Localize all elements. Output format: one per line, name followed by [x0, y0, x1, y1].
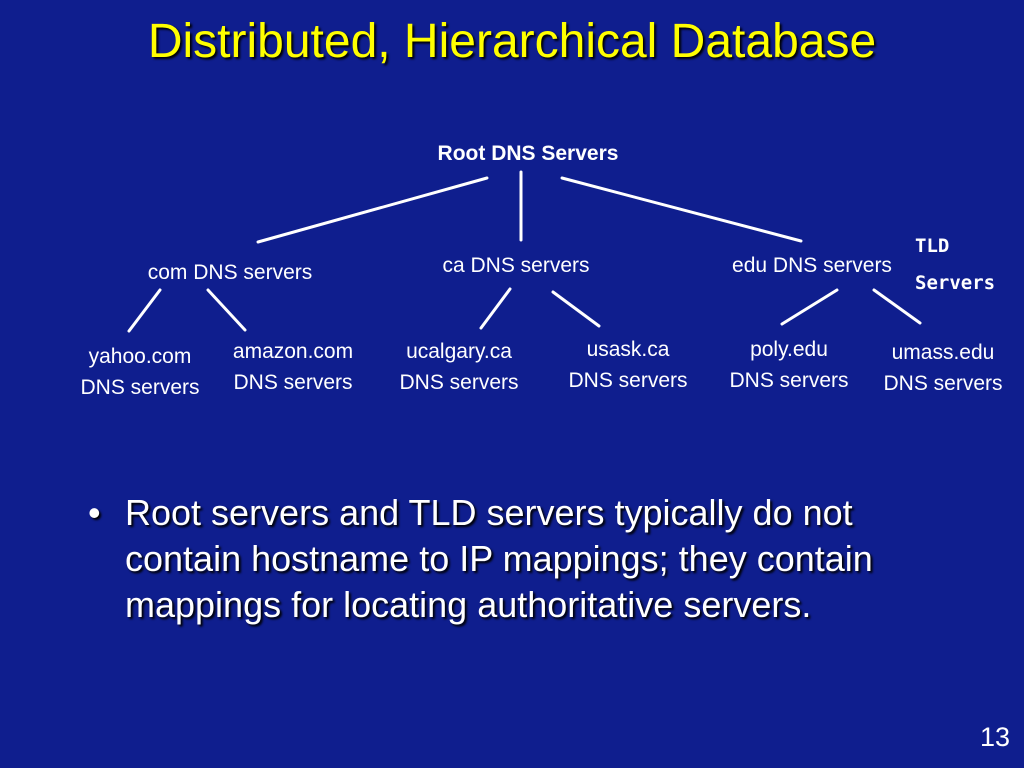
- bullet-list: • Root servers and TLD servers typically…: [88, 490, 968, 628]
- com-to-amazon-line: [206, 288, 247, 332]
- edu-dns-servers-node: edu DNS servers: [732, 254, 892, 277]
- poly-domain: poly.edu: [750, 338, 828, 361]
- usask-dns-servers-node: usask.ca DNS servers: [543, 334, 713, 396]
- poly-dns-servers-node: poly.edu DNS servers: [703, 334, 875, 396]
- yahoo-domain: yahoo.com: [88, 345, 192, 368]
- umass-dns-label: DNS servers: [883, 372, 1003, 395]
- poly-dns-label: DNS servers: [729, 369, 849, 392]
- amazon-domain: amazon.com: [232, 340, 354, 363]
- page-number: 13: [979, 722, 1010, 752]
- usask-dns-label: DNS servers: [568, 369, 688, 392]
- ca-to-ucalgary-line: [479, 287, 512, 330]
- umass-domain: umass.edu: [891, 341, 995, 364]
- tld-label-line-2: Servers: [915, 272, 996, 294]
- root-to-com-line: [256, 176, 489, 244]
- com-dns-servers-node: com DNS servers: [147, 261, 313, 284]
- slide-title: Distributed, Hierarchical Database: [147, 15, 877, 68]
- bullet-marker: •: [88, 492, 101, 533]
- yahoo-dns-servers-node: yahoo.com DNS servers: [54, 341, 226, 403]
- yahoo-dns-label: DNS servers: [80, 376, 200, 399]
- tld-label-line-1: TLD: [915, 235, 950, 257]
- bullet-item: • Root servers and TLD servers typically…: [88, 490, 968, 628]
- root-dns-servers-node: Root DNS Servers: [437, 142, 619, 165]
- usask-domain: usask.ca: [586, 338, 670, 361]
- edu-to-umass-line: [872, 288, 922, 325]
- tld-servers-label: TLD Servers: [915, 228, 995, 302]
- umass-dns-servers-node: umass.edu DNS servers: [857, 337, 1024, 399]
- ucalgary-dns-label: DNS servers: [399, 371, 519, 394]
- edu-to-poly-line: [780, 288, 839, 326]
- amazon-dns-label: DNS servers: [233, 371, 353, 394]
- com-to-yahoo-line: [127, 288, 162, 333]
- bullet-text: Root servers and TLD servers typically d…: [125, 492, 873, 625]
- ucalgary-dns-servers-node: ucalgary.ca DNS servers: [374, 336, 544, 398]
- ucalgary-domain: ucalgary.ca: [406, 340, 512, 363]
- ca-to-usask-line: [551, 290, 601, 328]
- amazon-dns-servers-node: amazon.com DNS servers: [208, 336, 378, 398]
- root-to-edu-line: [560, 176, 803, 243]
- ca-dns-servers-node: ca DNS servers: [442, 254, 590, 277]
